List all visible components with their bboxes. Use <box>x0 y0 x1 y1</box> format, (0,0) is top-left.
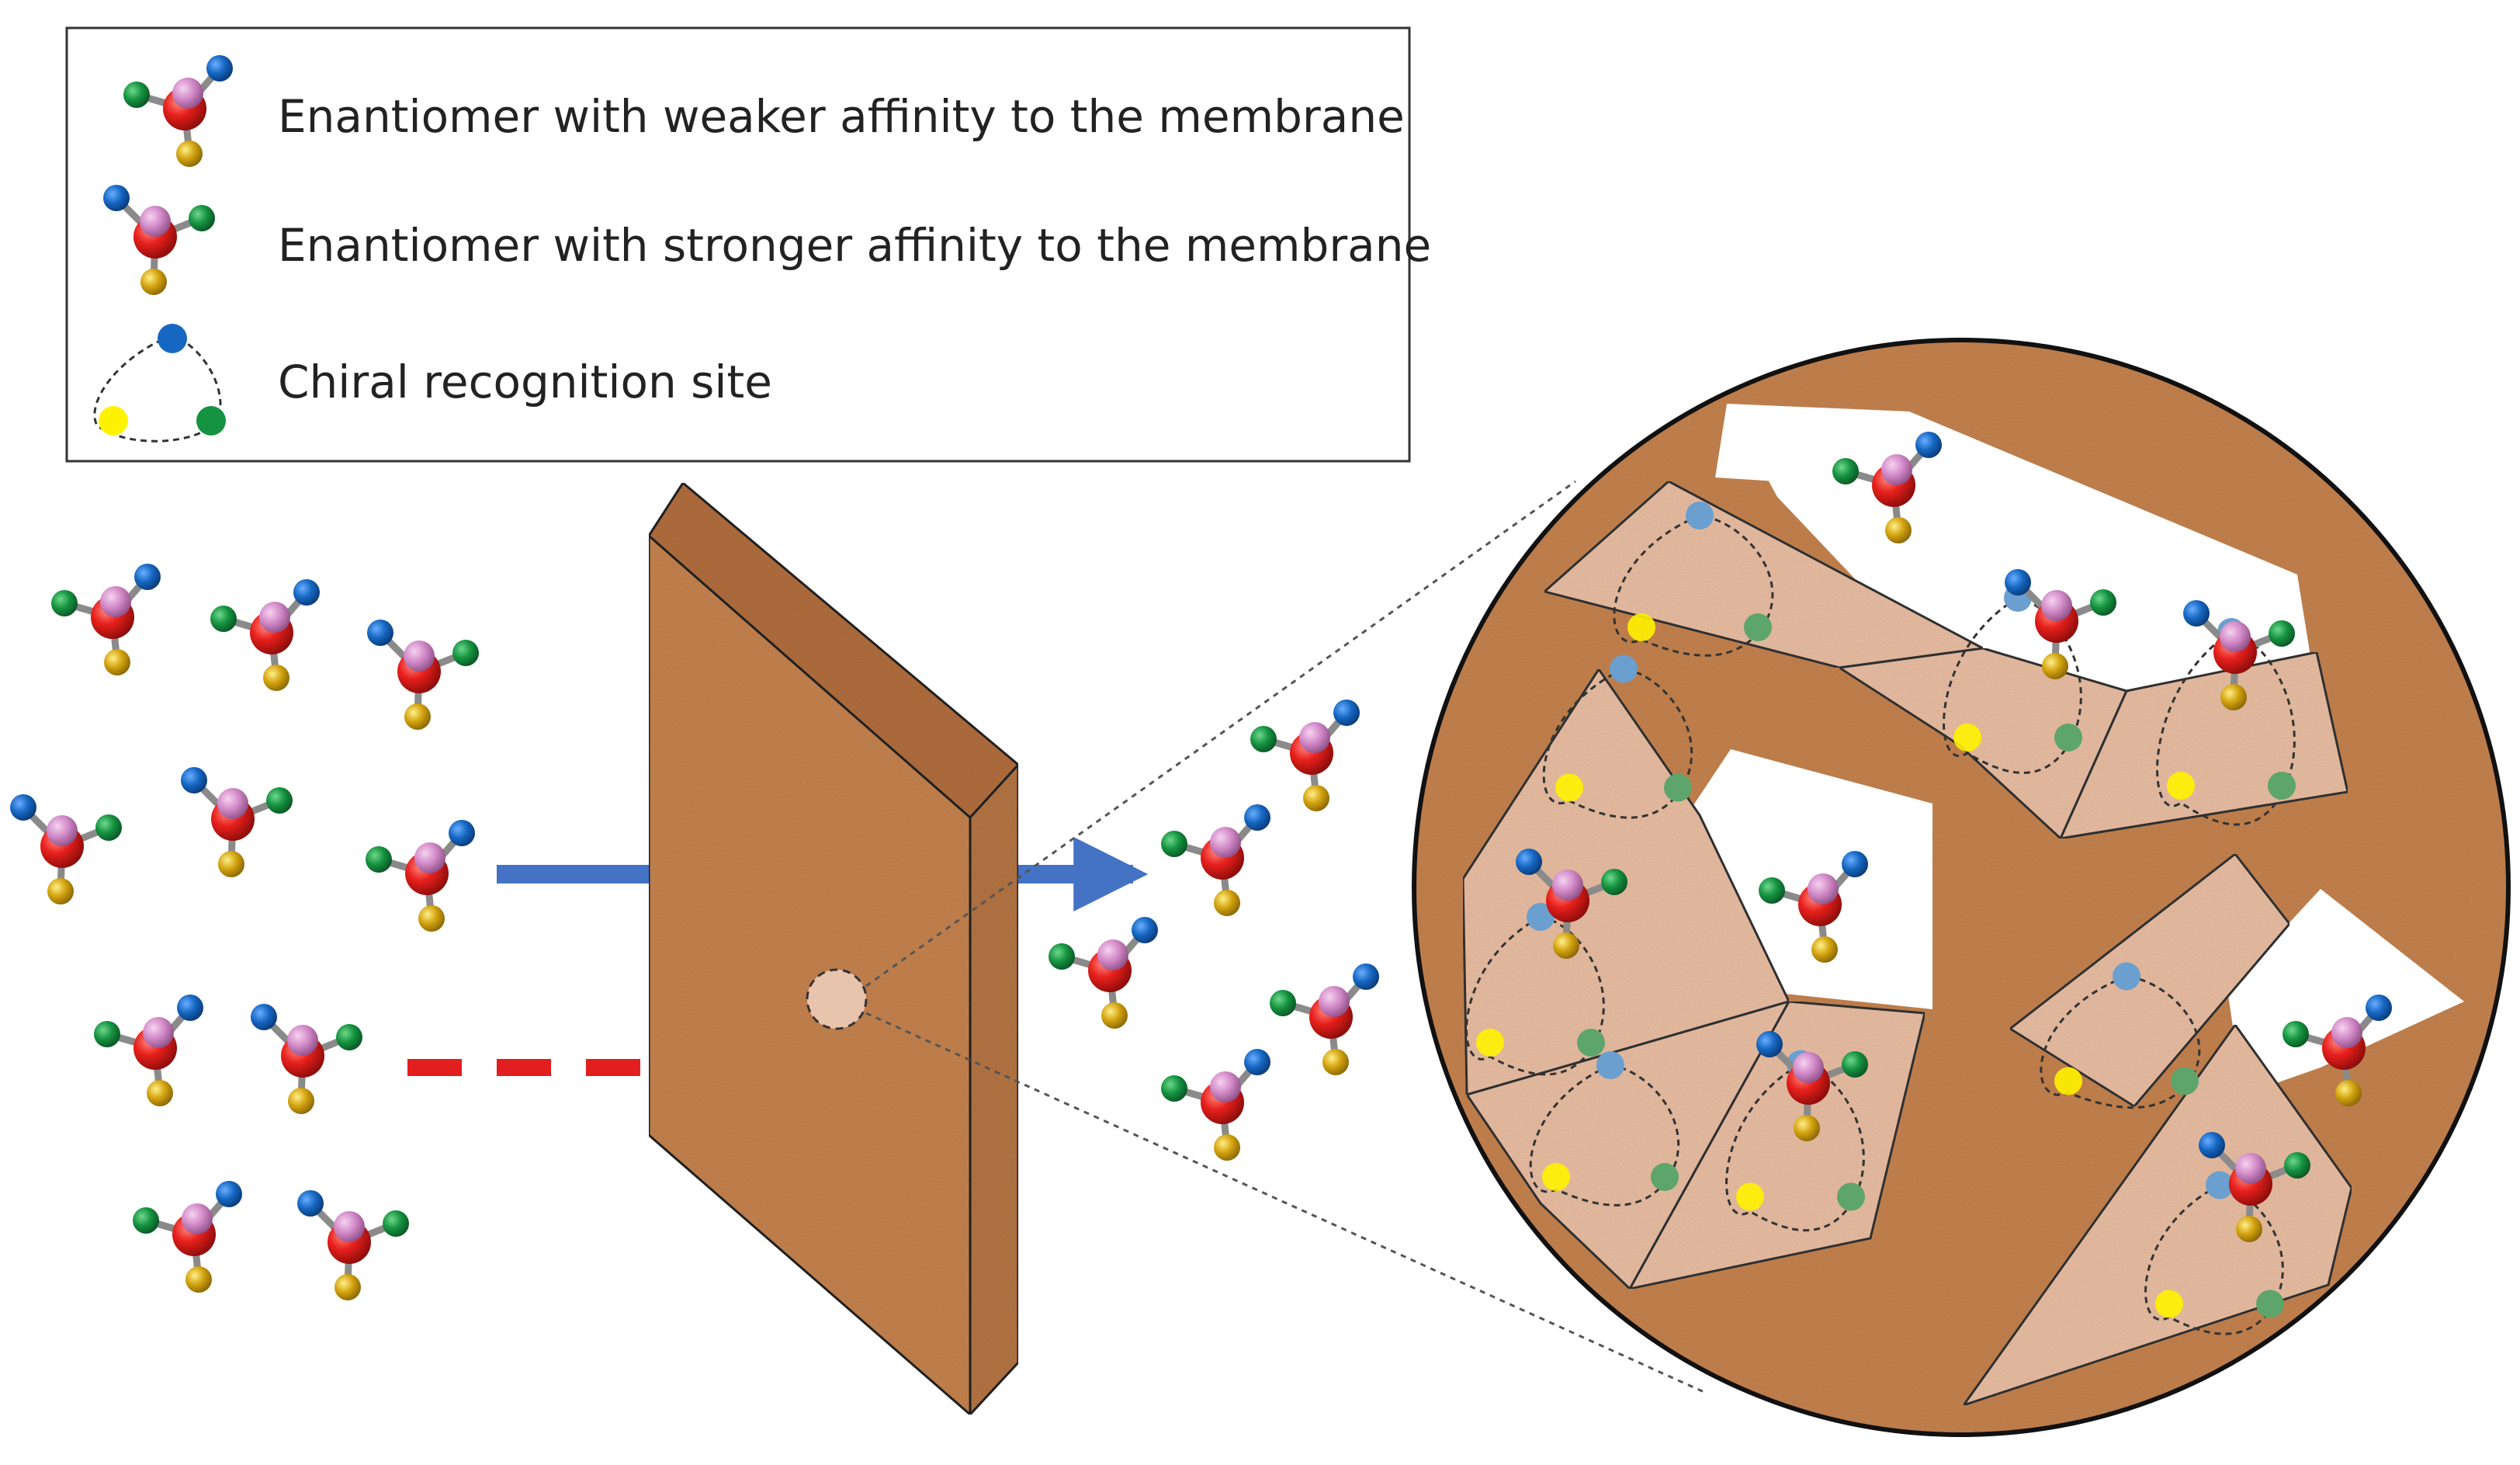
legend: Enantiomer with weaker affinity to the m… <box>65 26 1431 463</box>
weak-enantiomer-molecule <box>133 1181 242 1293</box>
strong-enantiomer-icon <box>103 185 215 295</box>
chiral-recognition-site <box>2144 1171 2284 1335</box>
weak-enantiomer-molecule <box>1250 700 1360 811</box>
weak-enantiomer-molecule <box>1270 963 1379 1075</box>
chiral-recognition-site <box>1542 654 1693 819</box>
weak-enantiomer-molecule <box>1161 804 1270 916</box>
magnified-view-border <box>1412 338 2511 1437</box>
zoom-guide-lines <box>865 480 1708 1395</box>
weak-enantiomer-molecule <box>94 995 203 1106</box>
chiral-recognition-site <box>1529 1051 1680 1206</box>
membrane-pore-marker <box>806 968 868 1030</box>
strong-enantiomer-molecule <box>10 794 122 904</box>
weak-enantiomer-molecule <box>2283 995 2392 1106</box>
weak-enantiomer-icon <box>123 55 233 167</box>
legend-label-weak: Enantiomer with weaker affinity to the m… <box>278 90 1405 143</box>
pore-molecules <box>1516 432 2392 1242</box>
weak-enantiomer-molecule <box>51 564 161 675</box>
feed-racemic-mixture <box>10 564 479 1300</box>
strong-enantiomer-molecule <box>1516 849 1627 959</box>
strong-enantiomer-molecule <box>251 1004 362 1114</box>
weak-enantiomer-molecule <box>1049 917 1158 1029</box>
legend-label-site: Chiral recognition site <box>278 356 772 408</box>
weak-enantiomer-molecule <box>1759 851 1868 963</box>
membrane-front-face <box>647 533 972 1418</box>
legend-label-strong: Enantiomer with stronger affinity to the… <box>278 219 1431 272</box>
strong-enantiomer-molecule <box>297 1190 409 1300</box>
strong-enantiomer-molecule <box>1756 1031 1868 1141</box>
legend-box <box>65 26 1411 463</box>
membrane <box>647 481 1021 1418</box>
chiral-recognition-site <box>1465 903 1605 1076</box>
magnified-pore-view <box>1412 338 2511 1437</box>
weak-enantiomer-molecule <box>210 579 320 691</box>
chiral-recognition-sites <box>1465 502 2296 1335</box>
permeate-weak-enantiomers <box>1049 700 1379 1161</box>
membrane-side-face <box>969 762 1020 1418</box>
weak-enantiomer-molecule <box>1161 1049 1270 1161</box>
strong-enantiomer-molecule <box>367 620 479 730</box>
strong-enantiomer-molecule <box>2005 569 2116 679</box>
chiral-recognition-site <box>2040 962 2201 1109</box>
weak-enantiomer-molecule <box>1832 432 1942 543</box>
chiral-recognition-site <box>1613 502 1774 657</box>
strong-enantiomer-molecule <box>181 767 293 877</box>
strong-enantiomer-molecule <box>103 185 215 295</box>
weak-enantiomer-molecule <box>123 55 233 167</box>
weak-enantiomer-molecule <box>366 820 475 932</box>
recognition-site-icon <box>93 324 226 443</box>
strong-enantiomer-molecule <box>2183 600 2295 710</box>
strong-enantiomer-molecule <box>2199 1132 2310 1242</box>
